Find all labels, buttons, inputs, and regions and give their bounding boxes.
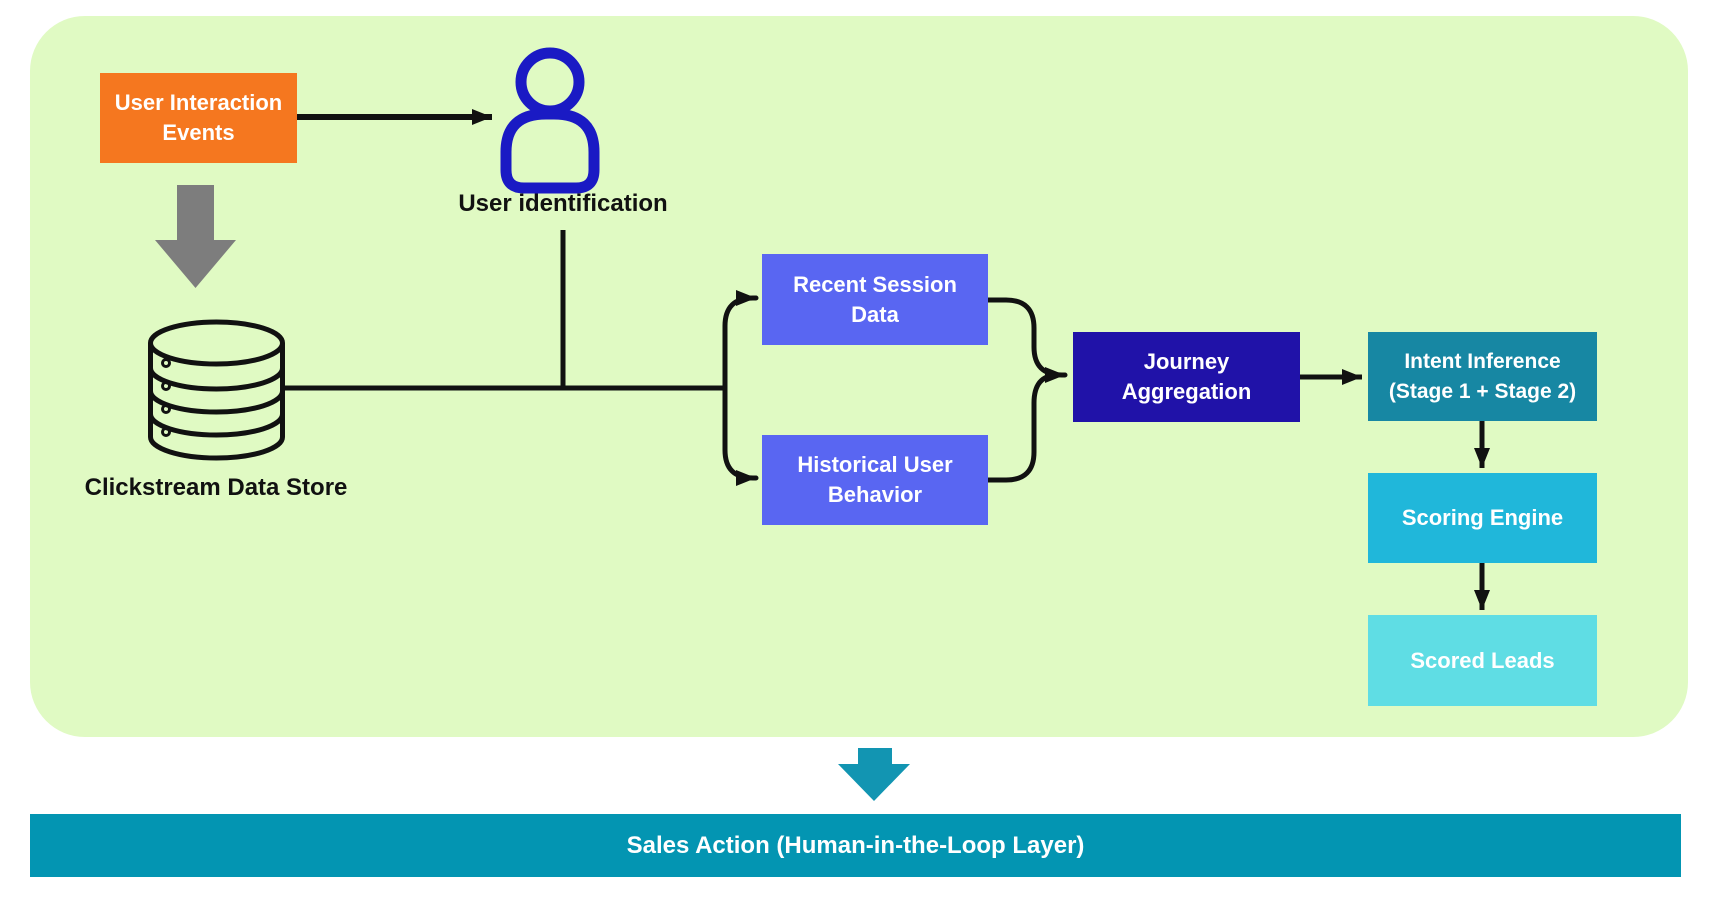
node-historical-user-behavior: Historical User Behavior bbox=[762, 435, 988, 525]
node-scored-leads: Scored Leads bbox=[1368, 615, 1597, 706]
node-label: Scored Leads bbox=[1410, 647, 1555, 673]
node-label: Recent Session Data bbox=[793, 271, 957, 327]
label-user-identification: User identification bbox=[458, 190, 668, 217]
node-label: Scoring Engine bbox=[1401, 505, 1564, 531]
node-journey-aggregation: Journey Aggregation bbox=[1073, 332, 1300, 422]
node-label: Journey Aggregation bbox=[1121, 349, 1252, 404]
node-recent-session-data: Recent Session Data bbox=[762, 254, 988, 345]
node-label: Historical User Behavior bbox=[797, 452, 953, 507]
label-clickstream-data-store: Clickstream Data Store bbox=[84, 474, 348, 501]
node-user-interaction-events: User Interaction Events bbox=[100, 73, 297, 163]
node-label: User Interaction Events bbox=[114, 90, 283, 145]
banner-label: Sales Action (Human-in-the-Loop Layer) bbox=[626, 831, 1085, 859]
node-scoring-engine: Scoring Engine bbox=[1368, 473, 1597, 563]
node-label: Intent Inference (Stage 1 + Stage 2) bbox=[1388, 350, 1577, 403]
sales-action-banner: Sales Action (Human-in-the-Loop Layer) bbox=[30, 814, 1681, 877]
teal-down-arrow-icon bbox=[838, 748, 910, 801]
node-intent-inference: Intent Inference (Stage 1 + Stage 2) bbox=[1368, 332, 1597, 421]
